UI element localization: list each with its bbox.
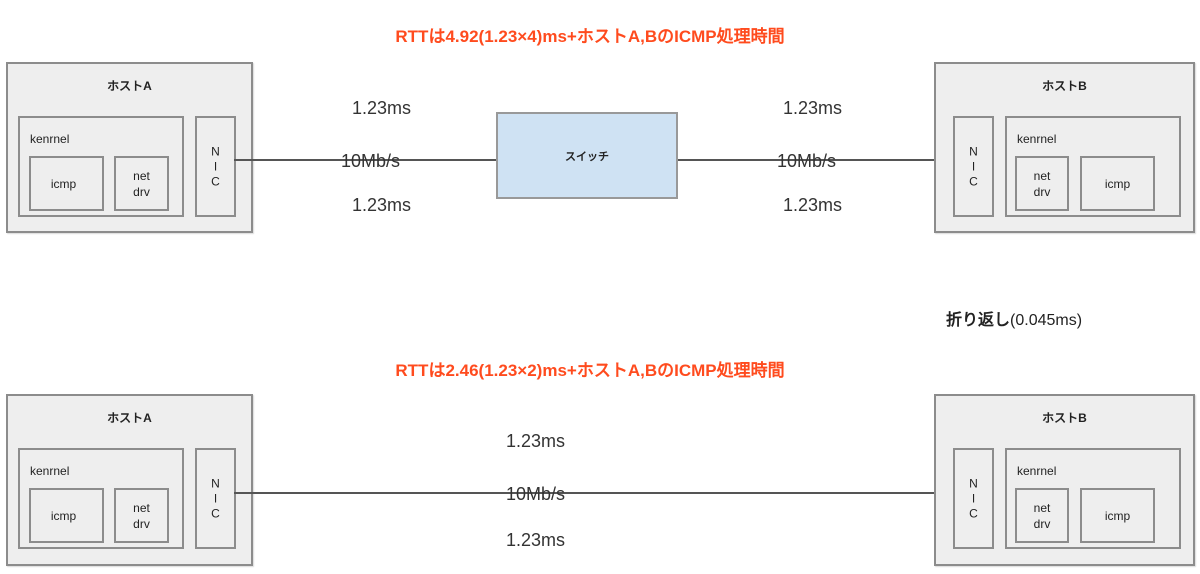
host-b-label: ホストB bbox=[1042, 411, 1087, 425]
top-left-upper-latency: 1.23ms bbox=[352, 98, 412, 118]
host-a-netdrv: net drv bbox=[114, 488, 169, 543]
top-left-lower-latency: 1.23ms bbox=[352, 195, 412, 215]
top-right-lower-latency: 1.23ms bbox=[783, 195, 843, 215]
top-rtt-title: RTTは4.92(1.23×4)ms+ホストA,BのICMP処理時間 bbox=[395, 27, 785, 46]
nic-letter: N bbox=[211, 144, 220, 158]
bottom-upper-latency: 1.23ms bbox=[506, 431, 566, 451]
nic-letter: N bbox=[969, 476, 978, 490]
turnaround-note: 折り返し(0.045ms) bbox=[946, 306, 1082, 330]
nic-letter: N bbox=[211, 476, 220, 490]
nic-letter: C bbox=[211, 174, 220, 188]
bottom-host-a: ホストA kenrnel icmp net drv N I C bbox=[6, 394, 253, 566]
host-a-label: ホストA bbox=[107, 79, 152, 93]
icmp-label: icmp bbox=[1104, 508, 1131, 523]
host-a-kernel: kenrnel icmp net drv bbox=[18, 116, 184, 217]
host-b-netdrv: net drv bbox=[1015, 156, 1069, 211]
host-b-label: ホストB bbox=[1042, 79, 1087, 93]
top-right-link-wire bbox=[677, 159, 954, 161]
netdrv-line2: drv bbox=[133, 516, 150, 531]
nic-letter: I bbox=[213, 159, 218, 173]
netdrv-line2: drv bbox=[133, 184, 150, 199]
host-a-netdrv: net drv bbox=[114, 156, 169, 211]
kernel-label: kenrnel bbox=[1017, 464, 1057, 478]
kernel-label: kenrnel bbox=[30, 464, 70, 478]
icmp-label: icmp bbox=[1104, 176, 1131, 191]
nic-letter: N bbox=[969, 144, 978, 158]
bottom-rtt-title: RTTは2.46(1.23×2)ms+ホストA,BのICMP処理時間 bbox=[395, 361, 785, 380]
nic-label: N I C bbox=[955, 476, 992, 521]
kernel-label: kenrnel bbox=[1017, 132, 1057, 146]
nic-letter: I bbox=[213, 491, 218, 505]
netdrv-label: net drv bbox=[116, 168, 167, 200]
bottom-bandwidth: 10Mb/s bbox=[506, 484, 566, 504]
host-a-label: ホストA bbox=[107, 411, 152, 425]
netdrv-line2: drv bbox=[1033, 516, 1051, 531]
top-host-b: ホストB N I C kenrnel net drv icmp bbox=[934, 62, 1195, 233]
netdrv-label: net drv bbox=[1017, 168, 1067, 200]
switch-label: スイッチ bbox=[565, 150, 609, 163]
host-b-nic: N I C bbox=[953, 116, 994, 217]
host-b-kernel: kenrnel net drv icmp bbox=[1005, 448, 1181, 549]
top-right-bandwidth: 10Mb/s bbox=[777, 151, 837, 171]
network-switch: スイッチ bbox=[496, 112, 678, 199]
top-left-bandwidth: 10Mb/s bbox=[341, 151, 401, 171]
nic-letter: C bbox=[969, 174, 978, 188]
host-a-nic: N I C bbox=[195, 116, 236, 217]
turnaround-value: (0.045ms) bbox=[1010, 312, 1083, 329]
top-left-link-wire bbox=[234, 159, 496, 161]
kernel-label: kenrnel bbox=[30, 132, 70, 146]
host-a-kernel: kenrnel icmp net drv bbox=[18, 448, 184, 549]
icmp-label: icmp bbox=[50, 508, 77, 523]
netdrv-line1: net bbox=[1033, 168, 1051, 183]
nic-label: N I C bbox=[197, 144, 234, 189]
netdrv-line1: net bbox=[133, 168, 150, 183]
host-b-icmp: icmp bbox=[1080, 156, 1155, 211]
bottom-host-b: ホストB N I C kenrnel net drv icmp bbox=[934, 394, 1195, 566]
bottom-direct-link-wire bbox=[234, 492, 954, 494]
host-b-kernel: kenrnel net drv icmp bbox=[1005, 116, 1181, 217]
netdrv-line1: net bbox=[133, 500, 150, 515]
nic-letter: I bbox=[971, 159, 976, 173]
icmp-label: icmp bbox=[50, 176, 77, 191]
top-right-upper-latency: 1.23ms bbox=[783, 98, 843, 118]
nic-letter: C bbox=[969, 506, 978, 520]
netdrv-label: net drv bbox=[116, 500, 167, 532]
bottom-lower-latency: 1.23ms bbox=[506, 530, 566, 550]
host-b-icmp: icmp bbox=[1080, 488, 1155, 543]
host-b-netdrv: net drv bbox=[1015, 488, 1069, 543]
netdrv-label: net drv bbox=[1017, 500, 1067, 532]
turnaround-label: 折り返し bbox=[946, 312, 1011, 329]
nic-letter: I bbox=[971, 491, 976, 505]
nic-letter: C bbox=[211, 506, 220, 520]
host-a-icmp: icmp bbox=[29, 488, 104, 543]
top-host-a: ホストA kenrnel icmp net drv N I C bbox=[6, 62, 253, 233]
host-a-icmp: icmp bbox=[29, 156, 104, 211]
host-a-nic: N I C bbox=[195, 448, 236, 549]
host-b-nic: N I C bbox=[953, 448, 994, 549]
nic-label: N I C bbox=[197, 476, 234, 521]
netdrv-line2: drv bbox=[1033, 184, 1051, 199]
netdrv-line1: net bbox=[1033, 500, 1051, 515]
nic-label: N I C bbox=[955, 144, 992, 189]
